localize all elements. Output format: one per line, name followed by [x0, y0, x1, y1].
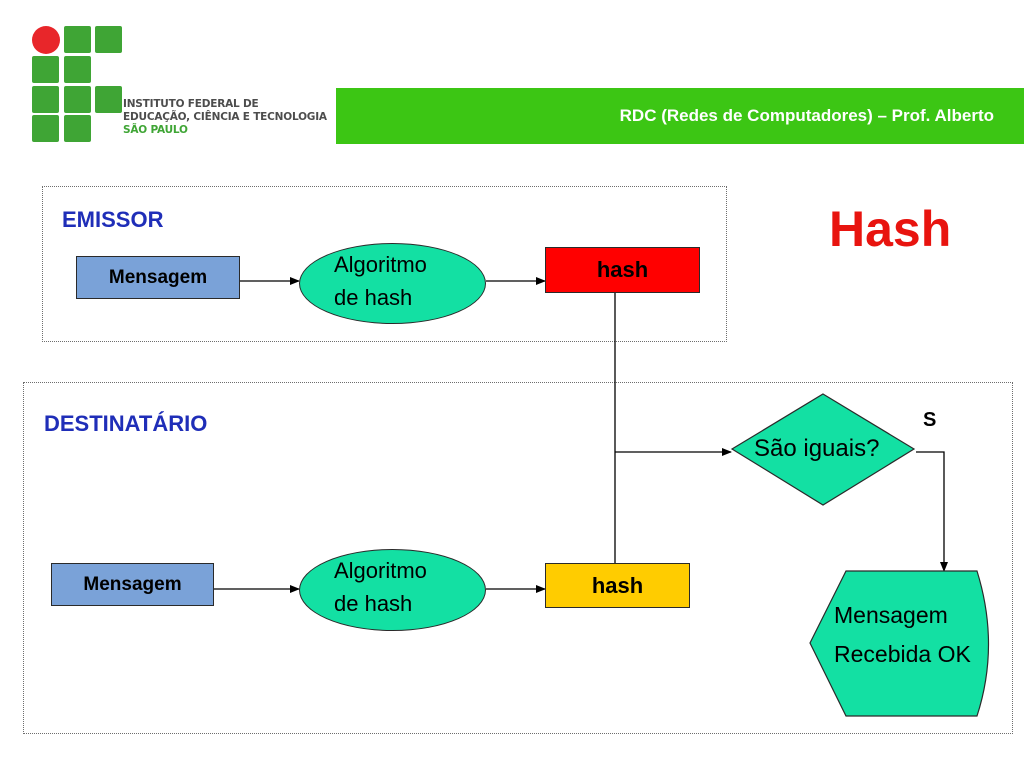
- logo-square: [64, 26, 91, 53]
- logo-line-1: INSTITUTO FEDERAL DE: [123, 98, 259, 110]
- logo-wordmark: INSTITUTO FEDERAL DE EDUCAÇÃO, CIÊNCIA E…: [123, 98, 338, 137]
- result-text: Mensagem Recebida OK: [834, 599, 971, 670]
- destinatario-algorithm-ellipse: Algoritmo de hash: [299, 549, 486, 631]
- slide-title: Hash: [829, 201, 952, 257]
- logo-square: [32, 115, 59, 142]
- logo-square: [95, 86, 122, 113]
- emissor-algorithm-line-1: Algoritmo: [334, 252, 427, 277]
- logo-square: [32, 86, 59, 113]
- course-header-band: RDC (Redes de Computadores) – Prof. Albe…: [336, 88, 1024, 144]
- yes-label: S: [923, 409, 937, 431]
- emissor-hash-box: hash: [545, 247, 700, 293]
- emissor-frame: [42, 186, 727, 342]
- destinatario-label: DESTINATÁRIO: [44, 411, 208, 436]
- destinatario-algorithm-line-1: Algoritmo: [334, 558, 427, 583]
- logo-square: [32, 56, 59, 83]
- destinatario-hash-box: hash: [545, 563, 690, 608]
- emissor-message-box: Mensagem: [76, 256, 240, 299]
- emissor-algorithm-line-2: de hash: [334, 285, 413, 310]
- destinatario-frame: [23, 382, 1013, 734]
- logo-square: [64, 115, 91, 142]
- logo-line-2: EDUCAÇÃO, CIÊNCIA E TECNOLOGIA: [123, 111, 327, 123]
- institute-logo: [32, 26, 124, 142]
- logo-square: [64, 56, 91, 83]
- logo-line-3: SÃO PAULO: [123, 124, 188, 136]
- decision-text: São iguais?: [754, 435, 880, 462]
- destinatario-message-box: Mensagem: [51, 563, 214, 606]
- course-title: RDC (Redes de Computadores) – Prof. Albe…: [619, 106, 994, 125]
- emissor-label: EMISSOR: [62, 207, 164, 232]
- logo-square: [64, 86, 91, 113]
- result-line-2: Recebida OK: [834, 641, 971, 667]
- destinatario-algorithm-line-2: de hash: [334, 591, 413, 616]
- result-line-1: Mensagem: [834, 602, 948, 628]
- emissor-algorithm-ellipse: Algoritmo de hash: [299, 243, 486, 324]
- logo-red-dot: [32, 26, 60, 54]
- logo-square: [95, 26, 122, 53]
